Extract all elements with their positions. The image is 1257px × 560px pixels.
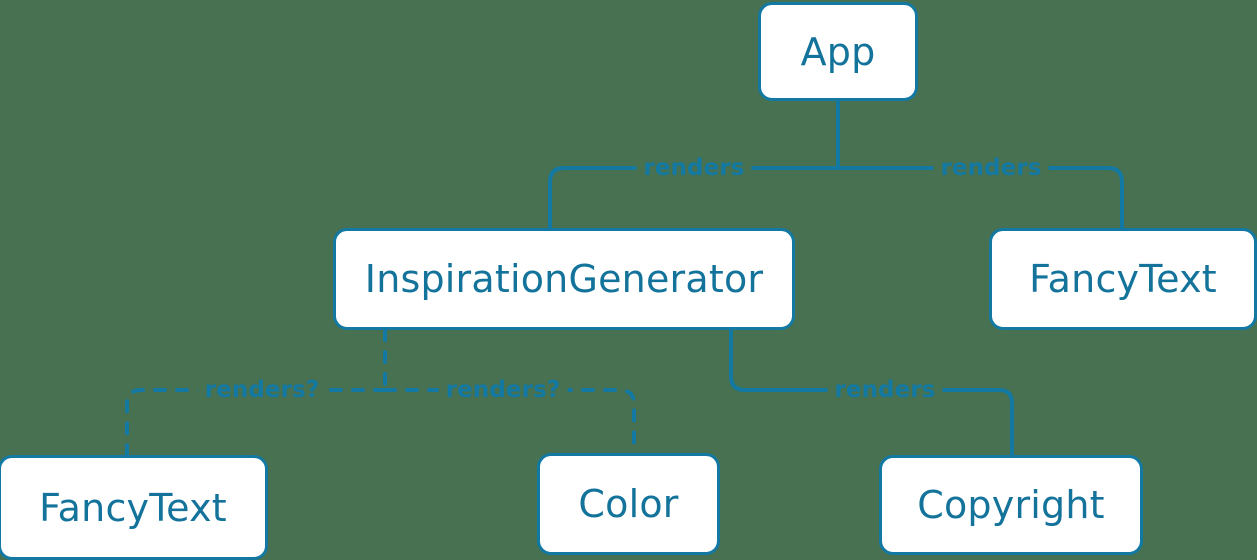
node-copyright[interactable]: Copyright bbox=[879, 455, 1143, 555]
edge-label-inspirationgenerator-to-copyright: renders bbox=[827, 377, 943, 403]
node-app[interactable]: App bbox=[758, 2, 918, 101]
node-color-label: Color bbox=[578, 482, 679, 526]
node-app-label: App bbox=[800, 29, 876, 74]
edge-inspirationgenerator-to-color bbox=[383, 388, 636, 455]
edge-label-inspirationgenerator-to-color: renders? bbox=[438, 377, 568, 403]
edge-label-app-to-fancytext: renders bbox=[933, 155, 1049, 181]
edge-label-app-to-inspirationgenerator: renders bbox=[636, 155, 752, 181]
edge-inspirationgenerator-to-fancytext bbox=[125, 388, 387, 457]
edge-app-to-fancytext bbox=[836, 166, 1124, 230]
node-fancytext-bottom[interactable]: FancyText bbox=[0, 455, 268, 560]
edge-app-to-inspirationgenerator bbox=[548, 166, 840, 230]
node-fancytext-right[interactable]: FancyText bbox=[989, 228, 1257, 330]
node-inspirationgenerator[interactable]: InspirationGenerator bbox=[333, 228, 795, 330]
node-fancytext-right-label: FancyText bbox=[1029, 257, 1217, 301]
edge-label-inspirationgenerator-to-fancytext: renders? bbox=[197, 377, 327, 403]
node-fancytext-bottom-label: FancyText bbox=[39, 485, 227, 530]
node-copyright-label: Copyright bbox=[917, 483, 1105, 527]
node-inspirationgenerator-label: InspirationGenerator bbox=[364, 257, 764, 301]
node-color[interactable]: Color bbox=[537, 453, 720, 555]
